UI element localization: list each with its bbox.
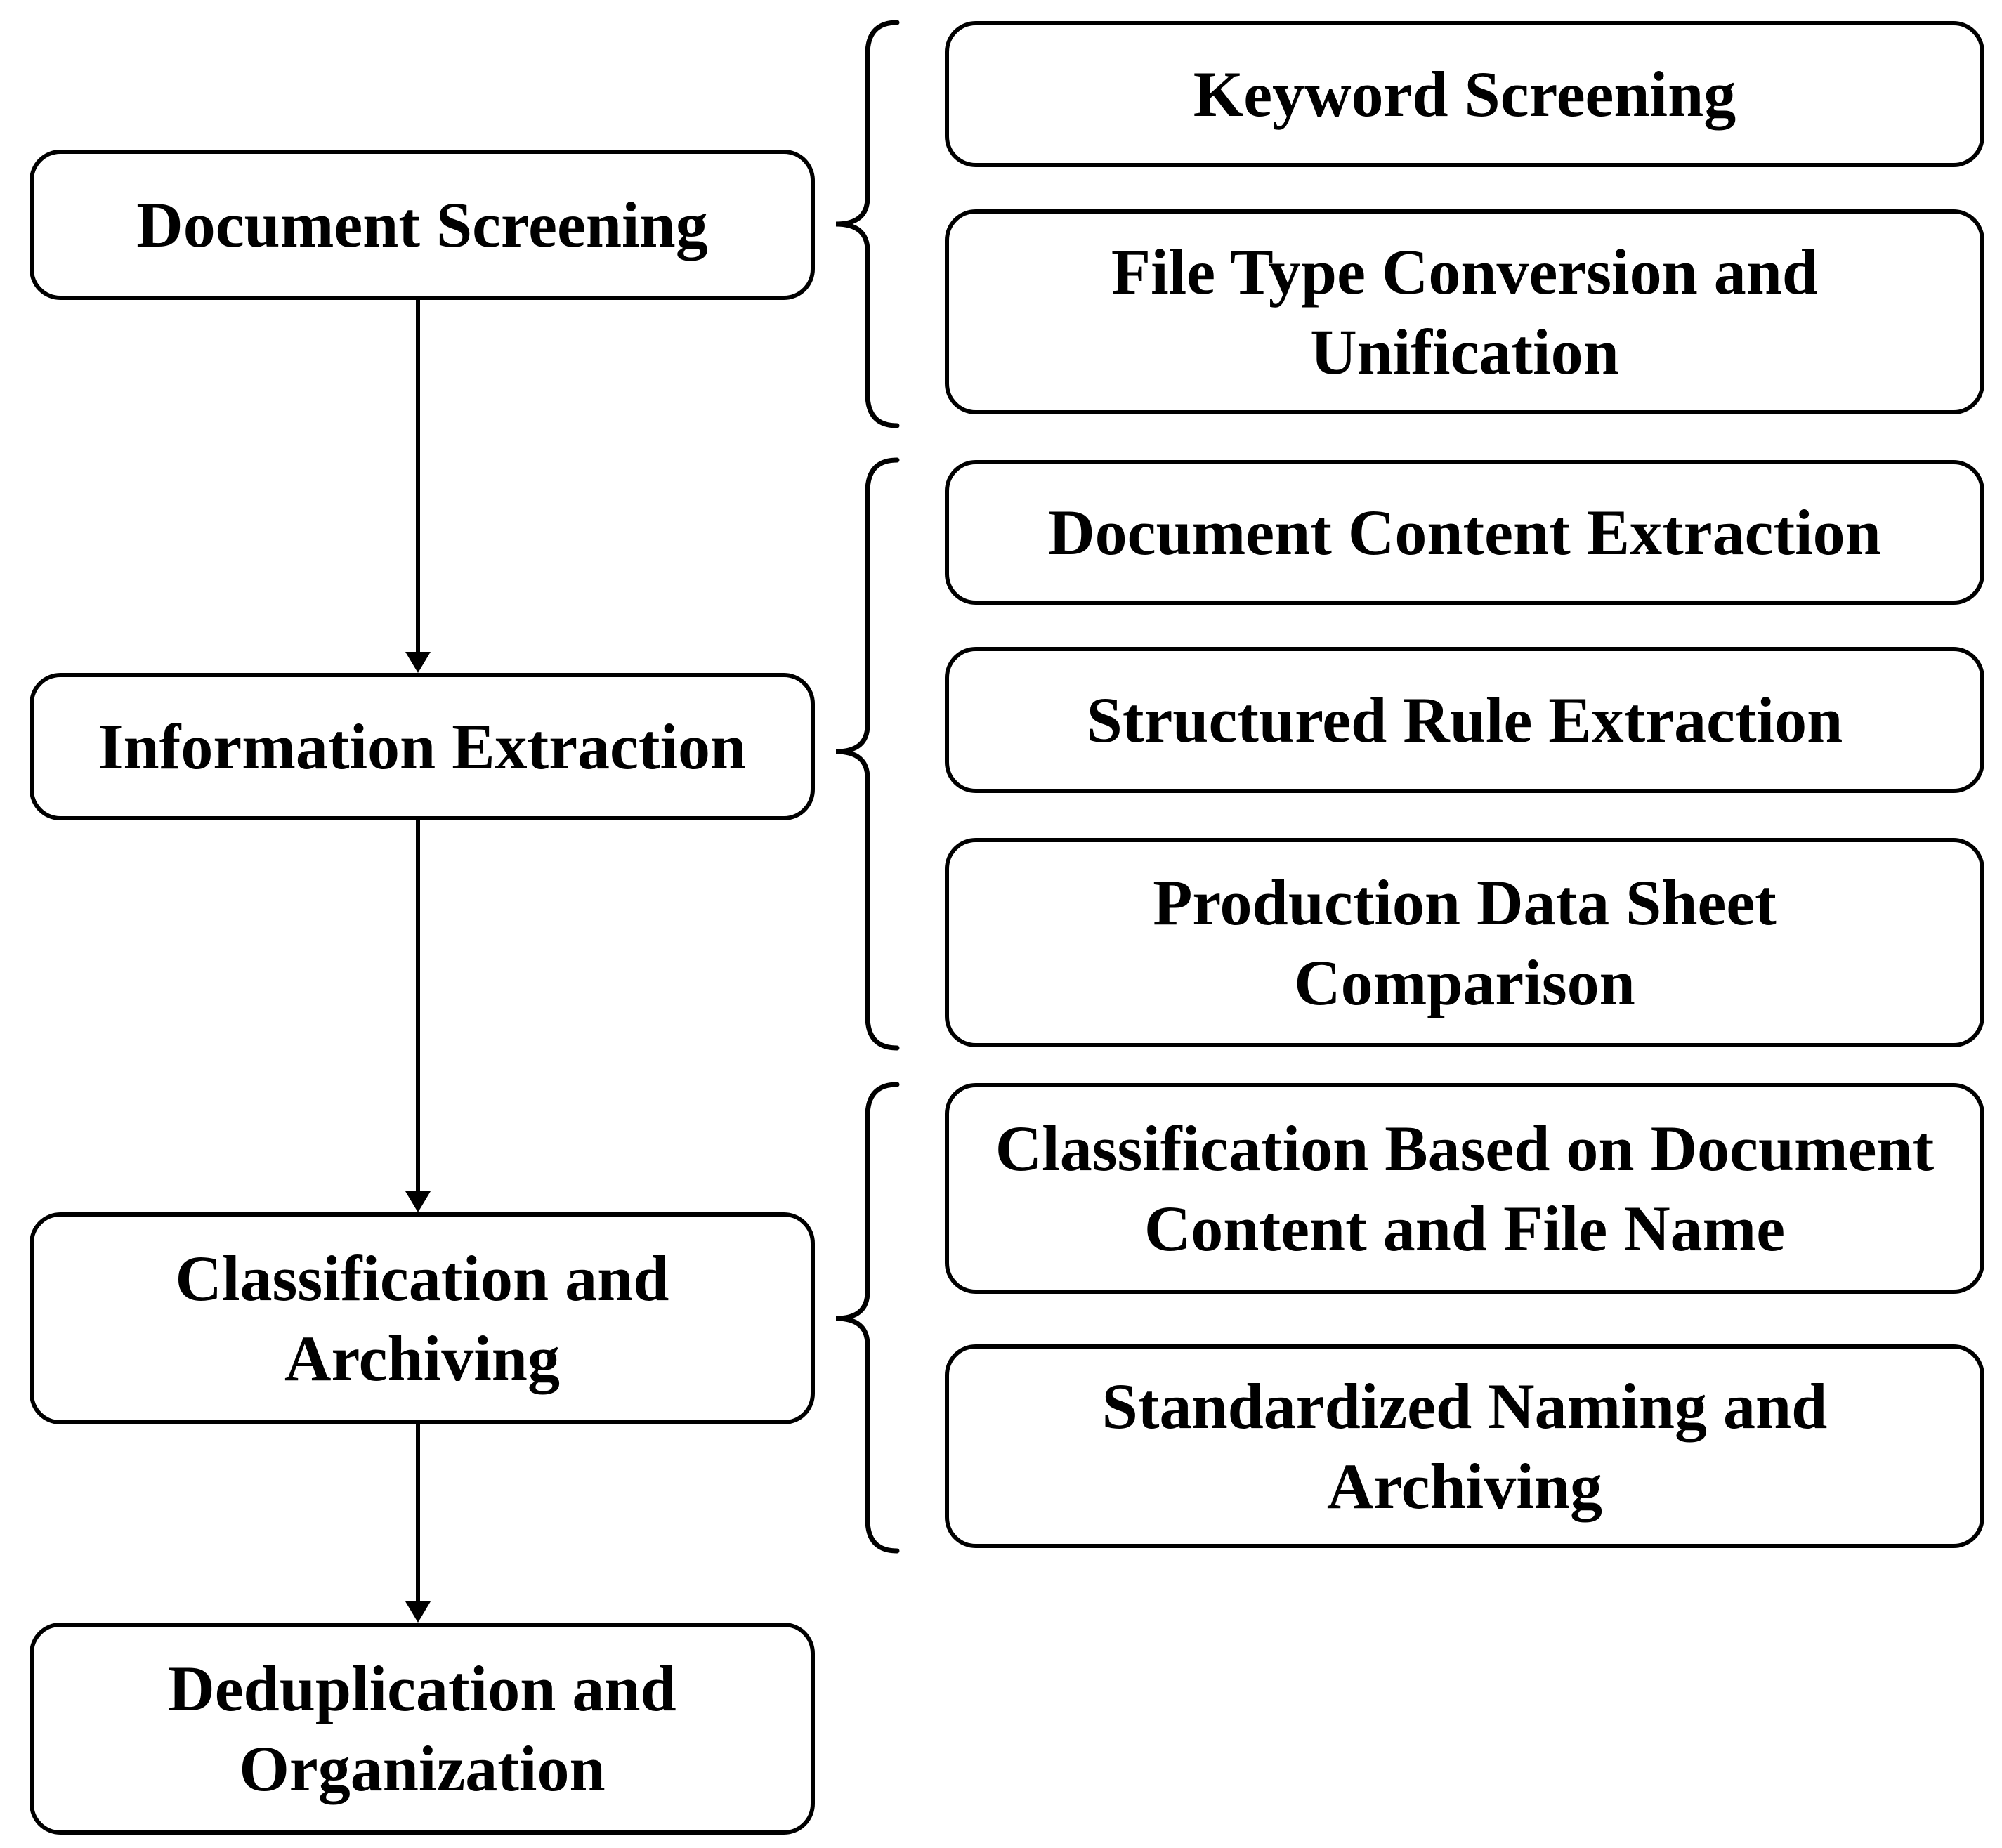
substep-label: File Type Conversion and: [1111, 235, 1819, 308]
arrow-head: [405, 652, 431, 673]
stage-box-deduplication-and-organization: Deduplication and Organization: [30, 1623, 815, 1835]
substep-label: Standardized Naming and: [1101, 1370, 1828, 1442]
substep-label: Structured Rule Extraction: [1086, 683, 1843, 756]
substep-label: Comparison: [1294, 947, 1635, 1018]
substep-box-keyword-screening: Keyword Screening: [945, 21, 1984, 167]
substep-label: Unification: [1310, 316, 1619, 388]
substep-label: Classification Based on Document: [995, 1112, 1935, 1184]
substep-label: Production Data Sheet: [1153, 866, 1777, 938]
substep-box-standardized-naming-and-archiving: Standardized Naming and Archiving: [945, 1344, 1984, 1548]
substep-box-file-type-conversion-and-unification: File Type Conversion and Unification: [945, 209, 1984, 414]
group-brace-1: [835, 20, 900, 428]
flow-arrow-3: [405, 1424, 431, 1623]
substep-box-structured-rule-extraction: Structured Rule Extraction: [945, 647, 1984, 793]
substep-box-document-content-extraction: Document Content Extraction: [945, 460, 1984, 605]
stage-label: Archiving: [284, 1323, 560, 1394]
substep-box-production-data-sheet-comparison: Production Data Sheet Comparison: [945, 838, 1984, 1047]
group-brace-3: [835, 1082, 900, 1554]
stage-box-information-extraction: Information Extraction: [30, 673, 815, 820]
stage-label: Organization: [239, 1733, 606, 1804]
substep-box-classification-based-on-document-content-and-file-name: Classification Based on Document Content…: [945, 1083, 1984, 1294]
substep-label: Archiving: [1327, 1450, 1602, 1522]
substep-label: Document Content Extraction: [1048, 496, 1881, 568]
group-brace-2: [835, 457, 900, 1051]
stage-box-classification-and-archiving: Classification and Archiving: [30, 1212, 815, 1424]
arrow-head: [405, 1191, 431, 1212]
stage-label: Document Screening: [136, 188, 708, 261]
substep-label: Keyword Screening: [1193, 58, 1736, 130]
arrow-head: [405, 1601, 431, 1623]
flow-arrow-1: [405, 300, 431, 673]
stage-label: Classification and: [175, 1242, 669, 1314]
substep-label: Content and File Name: [1144, 1193, 1786, 1264]
stage-label: Deduplication and: [168, 1652, 676, 1724]
stage-box-document-screening: Document Screening: [30, 150, 815, 300]
flow-arrow-2: [405, 820, 431, 1212]
stage-label: Information Extraction: [98, 710, 747, 782]
